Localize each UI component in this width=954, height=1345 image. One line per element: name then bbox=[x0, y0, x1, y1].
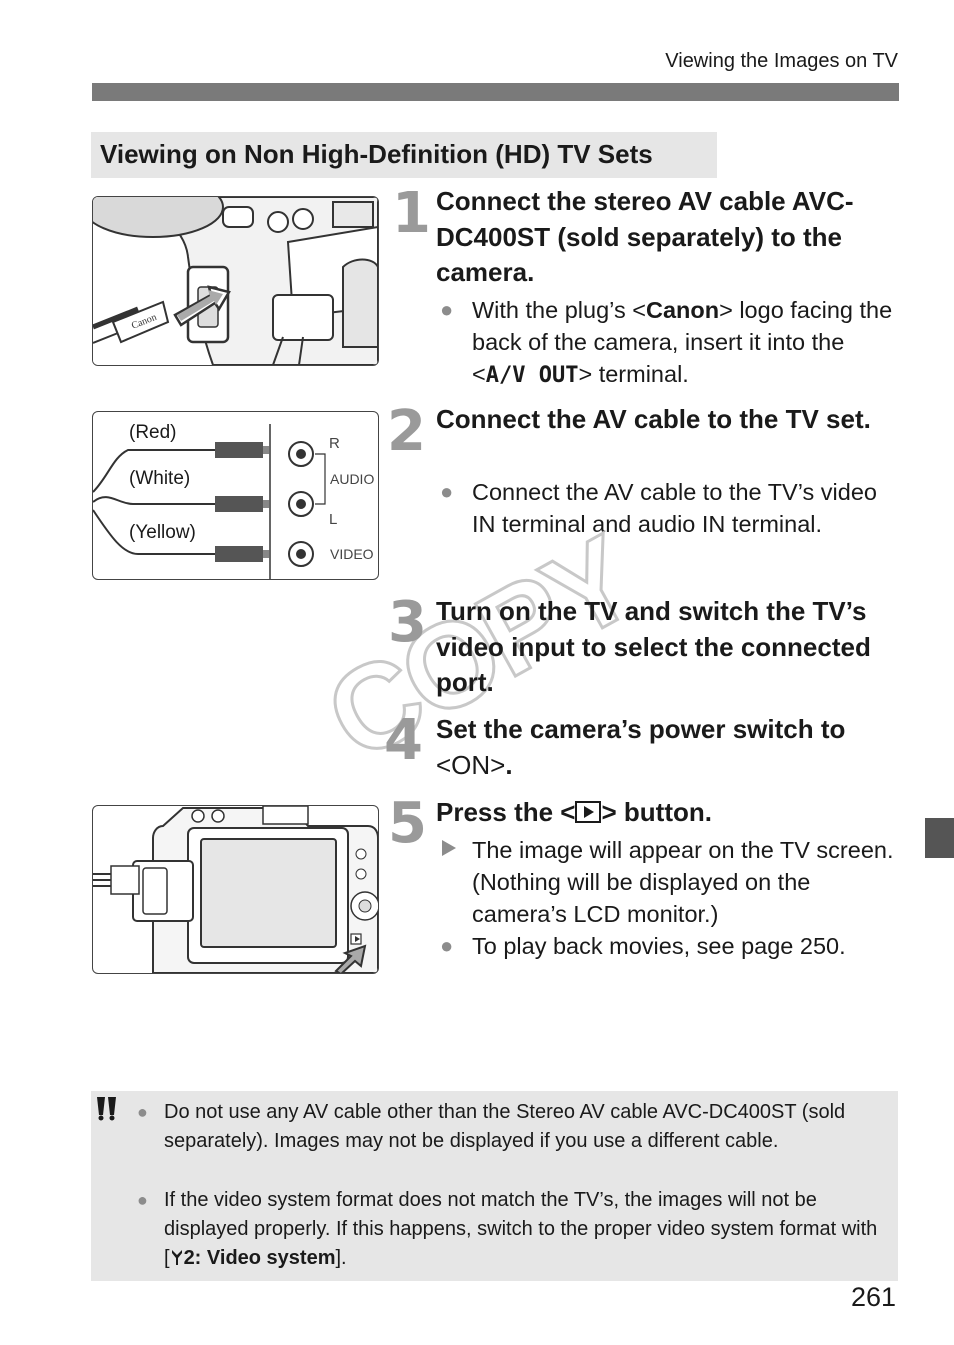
step-5-title: Press the <> button. bbox=[436, 797, 712, 827]
camera-side-illustration: Canon bbox=[92, 196, 379, 366]
page-number: 261 bbox=[850, 1282, 896, 1312]
canon-logo-text: Canon bbox=[645, 297, 720, 323]
step-1-bullet: ● With the plug’s <Canon> logo facing th… bbox=[440, 294, 900, 392]
step-5-movie-bullet: ● To play back movies, see page 250. bbox=[440, 930, 900, 962]
caution-icon bbox=[91, 1093, 121, 1121]
step-3-title: Turn on the TV and switch the TV’s video… bbox=[436, 596, 871, 697]
circle-bullet-icon: ● bbox=[137, 1102, 148, 1122]
circle-bullet-icon: ● bbox=[440, 933, 454, 958]
wrench-icon bbox=[170, 1246, 184, 1265]
playback-button-icon bbox=[575, 801, 602, 823]
caution-item: ● Do not use any AV cable other than the… bbox=[137, 1098, 882, 1156]
red-label: (Red) bbox=[129, 422, 177, 443]
l-label: L bbox=[329, 511, 337, 528]
section-title: Viewing on Non High-Definition (HD) TV S… bbox=[91, 132, 717, 178]
r-label: R bbox=[329, 435, 340, 452]
chapter-tab bbox=[925, 818, 954, 858]
step-1-number: 1 bbox=[392, 181, 431, 246]
running-head: Viewing the Images on TV bbox=[665, 50, 898, 72]
circle-bullet-icon: ● bbox=[137, 1190, 148, 1210]
top-rule bbox=[92, 83, 899, 101]
video-label: VIDEO bbox=[330, 546, 374, 562]
yellow-label: (Yellow) bbox=[129, 522, 196, 543]
camera-back-illustration bbox=[92, 805, 379, 974]
circle-bullet-icon: ● bbox=[440, 479, 454, 504]
step-2-title: Connect the AV cable to the TV set. bbox=[436, 404, 871, 434]
on-setting-label: <ON> bbox=[436, 749, 506, 780]
audio-label: AUDIO bbox=[330, 471, 374, 487]
step-2-number: 2 bbox=[387, 399, 426, 464]
step-4-number: 4 bbox=[384, 708, 423, 773]
caution-box bbox=[91, 1091, 898, 1281]
step-2-bullet: ● Connect the AV cable to the TV’s video… bbox=[440, 476, 900, 540]
circle-bullet-icon: ● bbox=[440, 297, 454, 322]
triangle-bullet-icon bbox=[440, 836, 466, 868]
step-1-title: Connect the stereo AV cable AVC-DC400ST … bbox=[436, 186, 854, 287]
video-system-menu-ref: 2: Video system bbox=[183, 1247, 336, 1269]
step-5-number: 5 bbox=[388, 791, 427, 856]
step-3-number: 3 bbox=[388, 590, 427, 655]
caution-item: ● If the video system format does not ma… bbox=[137, 1186, 882, 1273]
av-cable-illustration: (Red) (White) (Yellow) R AUDIO L VIDEO bbox=[92, 411, 379, 580]
step-5-result-bullet: The image will appear on the TV screen. … bbox=[440, 834, 900, 930]
white-label: (White) bbox=[129, 468, 190, 489]
step-4-title: Set the camera’s power switch to <ON>. bbox=[436, 714, 846, 780]
av-out-terminal-label: A/V OUT bbox=[485, 363, 579, 388]
